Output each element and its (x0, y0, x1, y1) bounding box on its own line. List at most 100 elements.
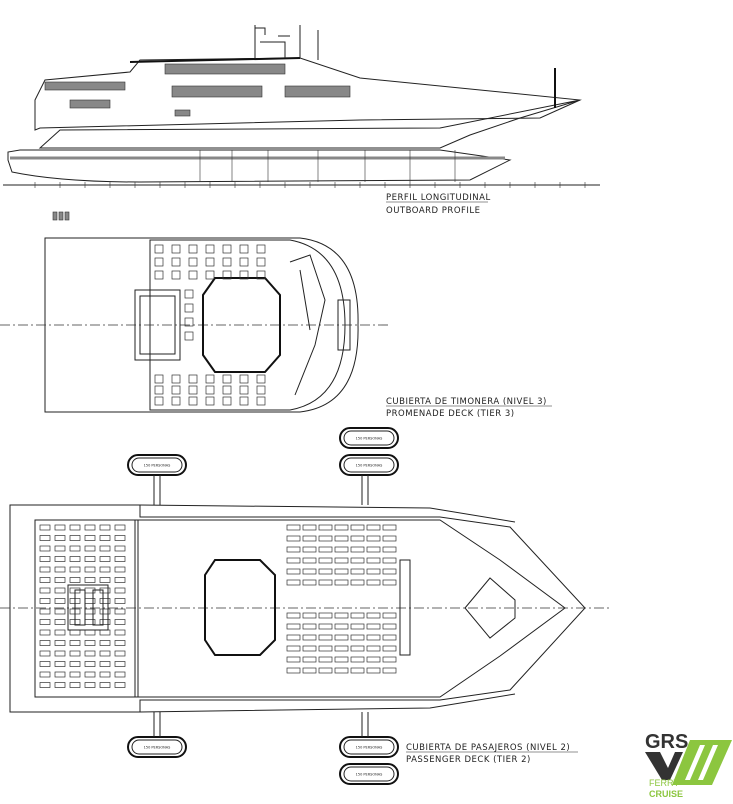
seat (318, 612, 333, 619)
seat (54, 629, 66, 636)
seat (256, 270, 266, 280)
svg-text:FERRY: FERRY (649, 778, 679, 788)
seat (99, 671, 111, 678)
seat (350, 634, 365, 641)
seat (205, 374, 215, 384)
seat (350, 645, 365, 652)
seat (39, 640, 51, 646)
seat (205, 270, 215, 280)
seat (84, 556, 96, 562)
seat (99, 640, 111, 646)
outboard-profile: PERFIL LONGITUDINAL OUTBOARD PROFILE (3, 25, 600, 221)
tier2-title-en: PASSENGER DECK (TIER 2) (406, 755, 531, 765)
seat (239, 257, 249, 267)
seat (222, 257, 232, 267)
seat (382, 524, 397, 531)
seat (302, 667, 317, 674)
seat (114, 682, 126, 688)
seat (382, 546, 397, 553)
liferaft: 150 PERSONAS (339, 454, 399, 505)
svg-text:150 PERSONAS: 150 PERSONAS (356, 773, 384, 777)
seat (99, 682, 111, 688)
seat (188, 244, 198, 254)
seat (302, 535, 317, 542)
seat (39, 524, 51, 531)
seat (39, 598, 51, 604)
seat (99, 650, 111, 657)
seat (334, 546, 349, 553)
seat (114, 566, 126, 573)
superstructure (34, 57, 582, 131)
seat (382, 645, 397, 652)
seat (239, 374, 249, 384)
svg-text:150 PERSONAS: 150 PERSONAS (144, 464, 172, 468)
seat (302, 623, 317, 630)
seat (39, 629, 51, 636)
seat (334, 656, 349, 663)
side-panel (44, 81, 126, 91)
seat (69, 535, 81, 541)
seat (256, 396, 266, 406)
seat (302, 656, 317, 663)
seat (350, 656, 365, 663)
liferaft: 150 PERSONAS (127, 712, 187, 758)
seat (54, 661, 66, 667)
seat (54, 598, 66, 604)
seat (154, 374, 164, 384)
seat (302, 634, 317, 641)
seat (302, 557, 317, 564)
seat (334, 557, 349, 564)
seat (184, 331, 194, 341)
seat (114, 535, 126, 541)
liferafts: 150 PERSONAS 150 PERSONAS 150 PERSONAS 1… (127, 427, 399, 785)
seat (184, 303, 194, 313)
seat (39, 682, 51, 688)
liferaft: 150 PERSONAS (339, 427, 399, 449)
seat (350, 535, 365, 542)
liferaft: 150 PERSONAS (339, 763, 399, 785)
seat (286, 623, 301, 630)
seat (188, 257, 198, 267)
seat (69, 524, 81, 531)
seat (256, 374, 266, 384)
seat (69, 682, 81, 688)
seat (39, 650, 51, 657)
seat (318, 656, 333, 663)
seat (366, 612, 381, 619)
seat (171, 374, 181, 384)
seat (114, 545, 126, 552)
seat (39, 566, 51, 573)
wheelhouse-stair (134, 289, 181, 361)
seat (302, 546, 317, 553)
seat (114, 619, 126, 625)
seat (222, 396, 232, 406)
seat (54, 556, 66, 562)
seat (99, 619, 111, 625)
seat (302, 579, 317, 586)
main-deck-line (38, 99, 581, 149)
seat (350, 667, 365, 674)
seat (114, 524, 126, 531)
seat (114, 608, 126, 615)
seat (154, 396, 164, 406)
seat (114, 629, 126, 636)
seat (366, 667, 381, 674)
seat (54, 577, 66, 583)
seat (382, 667, 397, 674)
seat (84, 524, 96, 531)
seat (69, 556, 81, 562)
seat (286, 667, 301, 674)
tier3-title-en: PROMENADE DECK (TIER 3) (386, 409, 515, 419)
seat (114, 598, 126, 604)
seat (286, 645, 301, 652)
hull-side (7, 149, 512, 183)
seat (382, 623, 397, 630)
seat (350, 612, 365, 619)
seat (382, 557, 397, 564)
seat (99, 556, 111, 562)
seat (69, 661, 81, 667)
passenger-deck-plan (0, 504, 610, 713)
seat (69, 577, 81, 583)
seat (184, 289, 194, 299)
seat (69, 650, 81, 657)
